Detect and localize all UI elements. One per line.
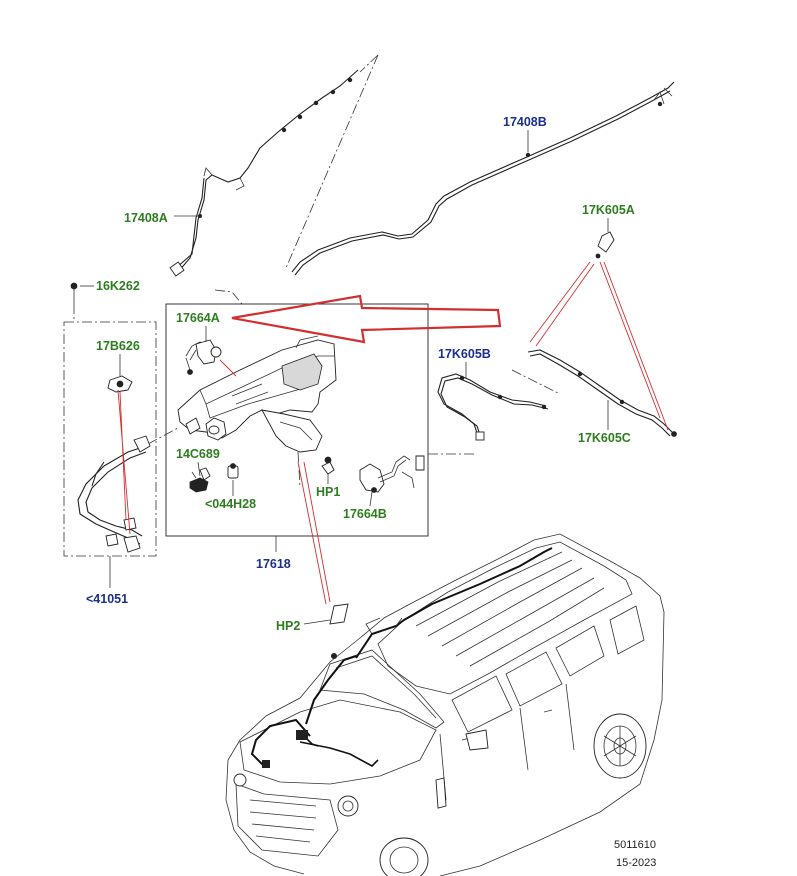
label-17618: 17618 [256,557,291,571]
pointer-hp2 [303,619,331,625]
diagram-number: 5011610 [614,839,656,851]
label-17k605b: 17K605B [438,347,491,361]
assembly-box-41051 [63,321,157,557]
label-16k262: 16K262 [96,279,140,293]
hose-17k605c [527,349,677,437]
washer-reservoir [177,335,337,453]
assembly-box-17618 [165,303,429,537]
label-41051: <41051 [86,592,128,606]
vehicle-illustration [225,533,665,876]
guide-line-top-2 [359,54,379,73]
label-17k605a: 17K605A [582,203,635,217]
washer-pump-17664b [359,455,425,493]
level-sensor-14c689 [189,467,211,493]
label-044h28: <044H28 [205,497,256,511]
clip-17b626 [107,375,133,393]
washer-hose-17408b [291,81,675,276]
washer-hose-17408a [169,69,359,277]
clip-17k605a [595,231,615,259]
label-14c689: 14C689 [176,447,220,461]
guide-line-top-3 [214,289,243,305]
leader-17664a [219,359,237,377]
clip-hp1 [321,456,335,475]
label-hp2: HP2 [276,619,300,633]
label-17b626: 17B626 [96,339,140,353]
leader-hp2 [297,461,331,605]
callout-labels: 17408A 17408B 16K262 17664A 17K605A 17K6… [80,115,635,633]
guide-line-box-3 [147,427,179,445]
guide-line-right [511,369,561,395]
leader-17k605 [529,261,669,431]
date-code: 15-2023 [616,857,656,869]
hose-41051 [77,435,151,553]
label-17408b: 17408B [503,115,547,129]
label-hp1: HP1 [316,485,340,499]
leader-17b626 [117,389,131,535]
label-17k605c: 17K605C [578,431,631,445]
tag-hp2 [329,603,349,625]
guide-line-box-1 [297,451,301,489]
bolt-16k262 [70,282,78,304]
washer-pump-17664a [185,339,222,375]
guide-line-top-1 [285,54,379,269]
label-17664b: 17664B [343,507,387,521]
pointer-17664b [369,491,373,507]
grommet-044h28 [227,463,239,479]
label-17408a: 17408A [124,211,168,225]
hose-17k605b [437,373,549,441]
label-17664a: 17664A [176,311,220,325]
pointer-14c689 [197,461,201,477]
highlight-arrow [231,294,502,344]
